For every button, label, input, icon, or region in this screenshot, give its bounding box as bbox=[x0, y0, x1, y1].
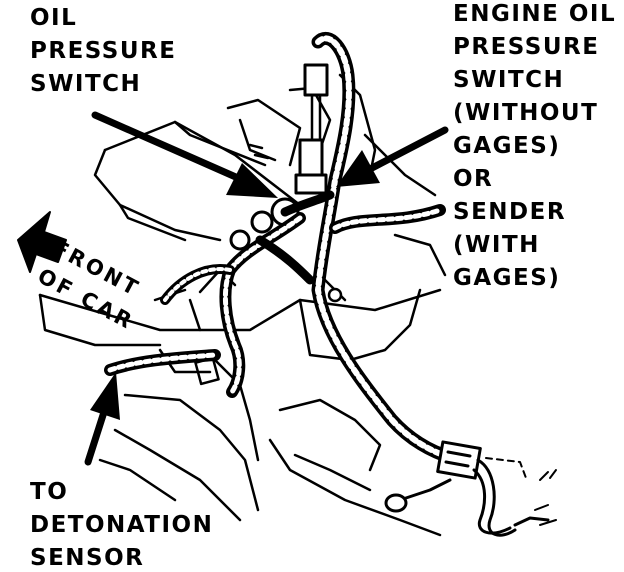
arrow-detonation-sensor bbox=[84, 372, 120, 466]
engine-block bbox=[38, 73, 447, 537]
engine-oil-pressure-switch-label: ENGINE OIL PRESSURE SWITCH (WITHOUT GAGE… bbox=[453, 1, 617, 291]
front-direction-arrow bbox=[17, 211, 67, 273]
arrow-oil-pressure-switch bbox=[91, 111, 278, 198]
oil-pressure-switch-label: OIL PRESSURE SWITCH bbox=[30, 5, 177, 97]
wiring-harness bbox=[104, 32, 459, 465]
arrow-engine-oil-switch bbox=[336, 126, 449, 187]
harness-connector bbox=[384, 440, 557, 537]
detonation-sensor-label: TO DETONATION SENSOR bbox=[30, 479, 214, 571]
